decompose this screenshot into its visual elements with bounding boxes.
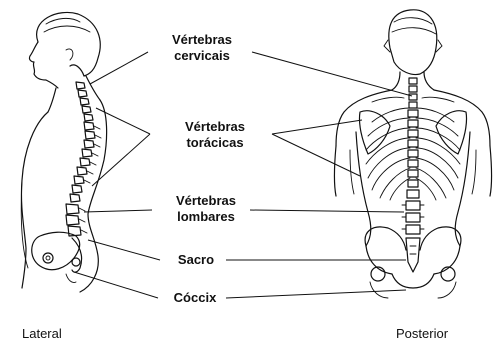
label-coccyx: Cóccix [164,290,226,306]
label-lumbar-line-2: lombares [158,209,254,225]
label-cervical-vertebrae: Vértebras cervicais [152,32,252,64]
lateral-pelvis [32,232,82,282]
label-cervical-line-2: cervicais [152,48,252,64]
lateral-thoracic-vertebrae [70,122,101,202]
label-thoracic-line-1: Vértebras [160,119,270,135]
label-lumbar-line-1: Vértebras [158,193,254,209]
lateral-lumbar-vertebrae [66,204,87,236]
label-sacrum: Sacro [166,252,226,268]
posterior-ribs [366,108,460,200]
label-lumbar-vertebrae: Vértebras lombares [158,193,254,225]
leader-lines [74,52,412,298]
view-label-lateral: Lateral [22,326,62,341]
label-thoracic-line-2: torácicas [160,135,270,151]
view-label-posterior: Posterior [396,326,448,341]
posterior-pelvis [365,227,461,298]
posterior-spine [402,78,424,234]
posterior-figure [335,10,492,298]
lateral-figure [21,12,106,292]
lateral-cervical-vertebrae [76,82,93,121]
label-cervical-line-1: Vértebras [152,32,252,48]
label-thoracic-vertebrae: Vértebras torácicas [160,119,270,151]
